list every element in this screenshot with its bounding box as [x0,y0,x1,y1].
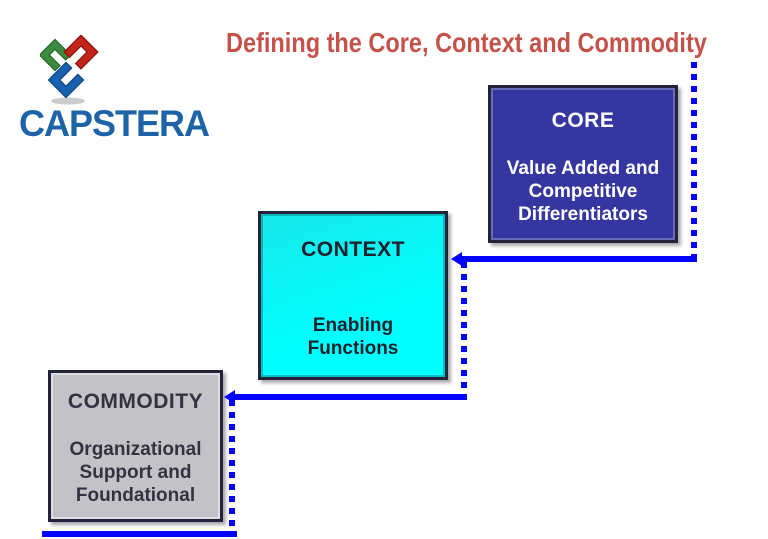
arrow-left-icon-context-step [224,390,235,404]
connector-vertical-dashed-top [691,62,697,258]
arrow-left-icon-core-step [451,252,462,266]
context-box: CONTEXT Enabling Functions [258,211,448,380]
connector-vertical-dashed-middle [461,262,467,394]
context-heading: CONTEXT [301,238,405,261]
context-body: Enabling Functions [307,315,399,359]
capstera-logo: CAPSTERA [2,29,226,145]
capstera-cube-icon [40,35,99,105]
commodity-body: Organizational Support and Foundational [69,439,202,506]
commodity-heading: COMMODITY [67,390,204,413]
connector-horizontal-bottom-step [42,531,237,537]
core-heading: CORE [551,109,615,132]
connector-horizontal-core-step [460,256,697,262]
diagram-title: Defining the Core, Context and Commodity [226,27,707,58]
core-body: Value Added and Competitive Differentiat… [506,158,660,225]
connector-vertical-dashed-bottom [229,400,235,531]
core-box: CORE Value Added and Competitive Differe… [488,85,678,243]
commodity-box: COMMODITY Organizational Support and Fou… [48,370,223,522]
connector-horizontal-context-step [233,394,467,400]
capstera-wordmark: CAPSTERA [18,102,210,145]
